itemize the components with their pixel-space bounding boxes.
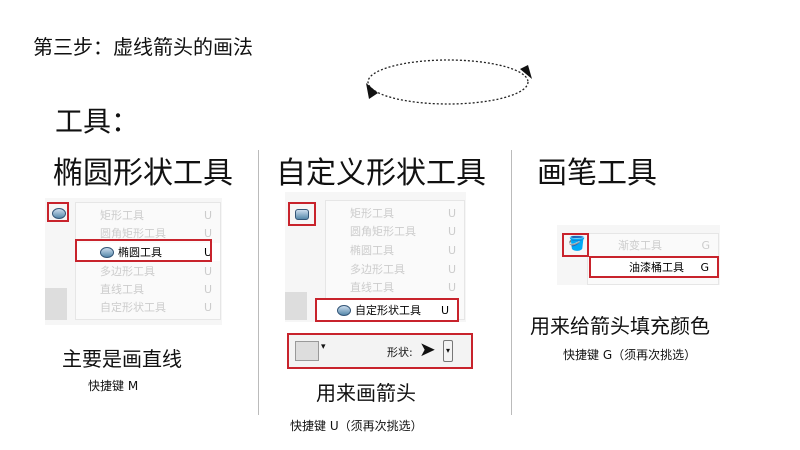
caption: 主要是画直线 <box>62 347 182 371</box>
menu-label: 圆角矩形工具 <box>100 227 166 240</box>
menu-item-paint-bucket[interactable]: 油漆桶工具 G <box>589 256 719 278</box>
menu-label: 圆角矩形工具 <box>350 225 416 238</box>
menu-key: U <box>203 300 212 314</box>
menu-key: U <box>447 262 456 276</box>
slide-title: 第三步：虚线箭头的画法 <box>33 35 253 59</box>
rounded-rect-icon <box>52 208 66 219</box>
ellipse-tool-panel: 矩形工具 U 圆角矩形工具 U 椭圆工具 U 多边形工具 U 直线工具 U 自定形状工具 U <box>45 198 222 325</box>
menu-item[interactable]: 自定形状工具 U <box>76 298 220 316</box>
menu-key: U <box>447 224 456 238</box>
arrow-head-right-icon <box>520 65 532 79</box>
menu-item[interactable]: 圆角矩形工具 U <box>76 224 220 242</box>
paint-bucket-tool-button[interactable]: 🪣 <box>562 233 589 257</box>
tools-label: 工具： <box>55 105 140 138</box>
shortcut-text: 快捷键 U（须再次挑选） <box>290 419 423 433</box>
custom-shape-tool-button[interactable] <box>288 202 316 226</box>
custom-shape-icon <box>295 209 309 220</box>
arrow-shape-icon[interactable]: ➤ <box>419 337 436 361</box>
menu-item[interactable]: 直线工具 U <box>76 280 220 298</box>
paint-bucket-icon: 🪣 <box>568 236 586 252</box>
menu-item-ellipse-tool[interactable]: 椭圆工具 U <box>76 243 220 261</box>
menu-key: U <box>203 245 212 259</box>
menu-item[interactable]: 直线工具 U <box>326 278 464 296</box>
caption: 用来画箭头 <box>316 381 416 405</box>
highlight-box <box>75 239 212 262</box>
menu-label: 自定形状工具 <box>355 304 421 317</box>
menu-label: 椭圆工具 <box>350 244 394 257</box>
options-toolbar: ▾ 形状: ➤ ▾ <box>287 333 473 369</box>
custom-shape-tool-panel: 矩形工具 U 圆角矩形工具 U 椭圆工具 U 多边形工具 U 直线工具 U 自定形状工具 U <box>285 192 466 322</box>
divider <box>511 150 512 415</box>
heading-custom-shape-tool: 自定义形状工具 <box>276 156 486 191</box>
menu-item[interactable]: 圆角矩形工具 U <box>326 222 464 240</box>
menu-key: U <box>447 243 456 257</box>
menu-label: 矩形工具 <box>100 209 144 222</box>
menu-item[interactable]: 矩形工具 U <box>76 206 220 224</box>
menu-key: U <box>203 282 212 296</box>
menu-key: U <box>203 208 212 222</box>
menu-label: 渐变工具 <box>618 239 662 252</box>
menu-label: 矩形工具 <box>350 207 394 220</box>
menu-label: 自定形状工具 <box>100 301 166 314</box>
paint-bucket-panel: 渐变工具 G 🪣 油漆桶工具 G <box>557 225 720 285</box>
dropdown-caret-icon[interactable]: ▾ <box>321 342 326 352</box>
menu-item-custom-shape-tool[interactable]: 自定形状工具 U <box>315 298 459 322</box>
shape-preset-button[interactable] <box>295 341 319 361</box>
menu-key: U <box>447 280 456 294</box>
menu-key: U <box>203 264 212 278</box>
caption: 用来给箭头填充颜色 <box>530 314 710 338</box>
ellipse-icon <box>100 246 114 258</box>
custom-shape-icon <box>337 304 351 316</box>
menu-key: U <box>203 226 212 240</box>
divider <box>258 150 259 415</box>
menu-label: 椭圆工具 <box>118 246 162 259</box>
menu-label: 直线工具 <box>350 281 394 294</box>
menu-item[interactable]: 矩形工具 U <box>326 204 464 222</box>
arrow-head-left-icon <box>366 83 378 99</box>
menu-label: 油漆桶工具 <box>629 261 684 274</box>
menu-label: 多边形工具 <box>350 263 405 276</box>
menu-item[interactable]: 渐变工具 G <box>588 236 718 254</box>
menu-key: G <box>701 238 710 252</box>
ellipse-tool-button[interactable] <box>47 202 69 222</box>
menu-item[interactable]: 多边形工具 U <box>76 262 220 280</box>
menu-item[interactable]: 多边形工具 U <box>326 260 464 278</box>
menu-label: 直线工具 <box>100 283 144 296</box>
menu-row: 油漆桶工具 G <box>591 258 717 276</box>
menu-key: G <box>700 260 709 274</box>
dashed-arrow-ellipse <box>366 59 532 105</box>
heading-paint-tool: 画笔工具 <box>537 156 657 191</box>
shape-picker-caret-icon[interactable]: ▾ <box>443 340 453 362</box>
menu-row: 自定形状工具 U <box>317 301 457 319</box>
menu-label: 多边形工具 <box>100 265 155 278</box>
heading-ellipse-tool: 椭圆形状工具 <box>53 156 233 191</box>
shortcut-text: 快捷键 M <box>88 379 139 393</box>
shortcut-text: 快捷键 G（须再次挑选） <box>563 348 697 362</box>
menu-key: U <box>447 206 456 220</box>
menu-item[interactable]: 椭圆工具 U <box>326 241 464 259</box>
shape-label: 形状: <box>387 346 413 359</box>
menu-key: U <box>440 303 449 317</box>
